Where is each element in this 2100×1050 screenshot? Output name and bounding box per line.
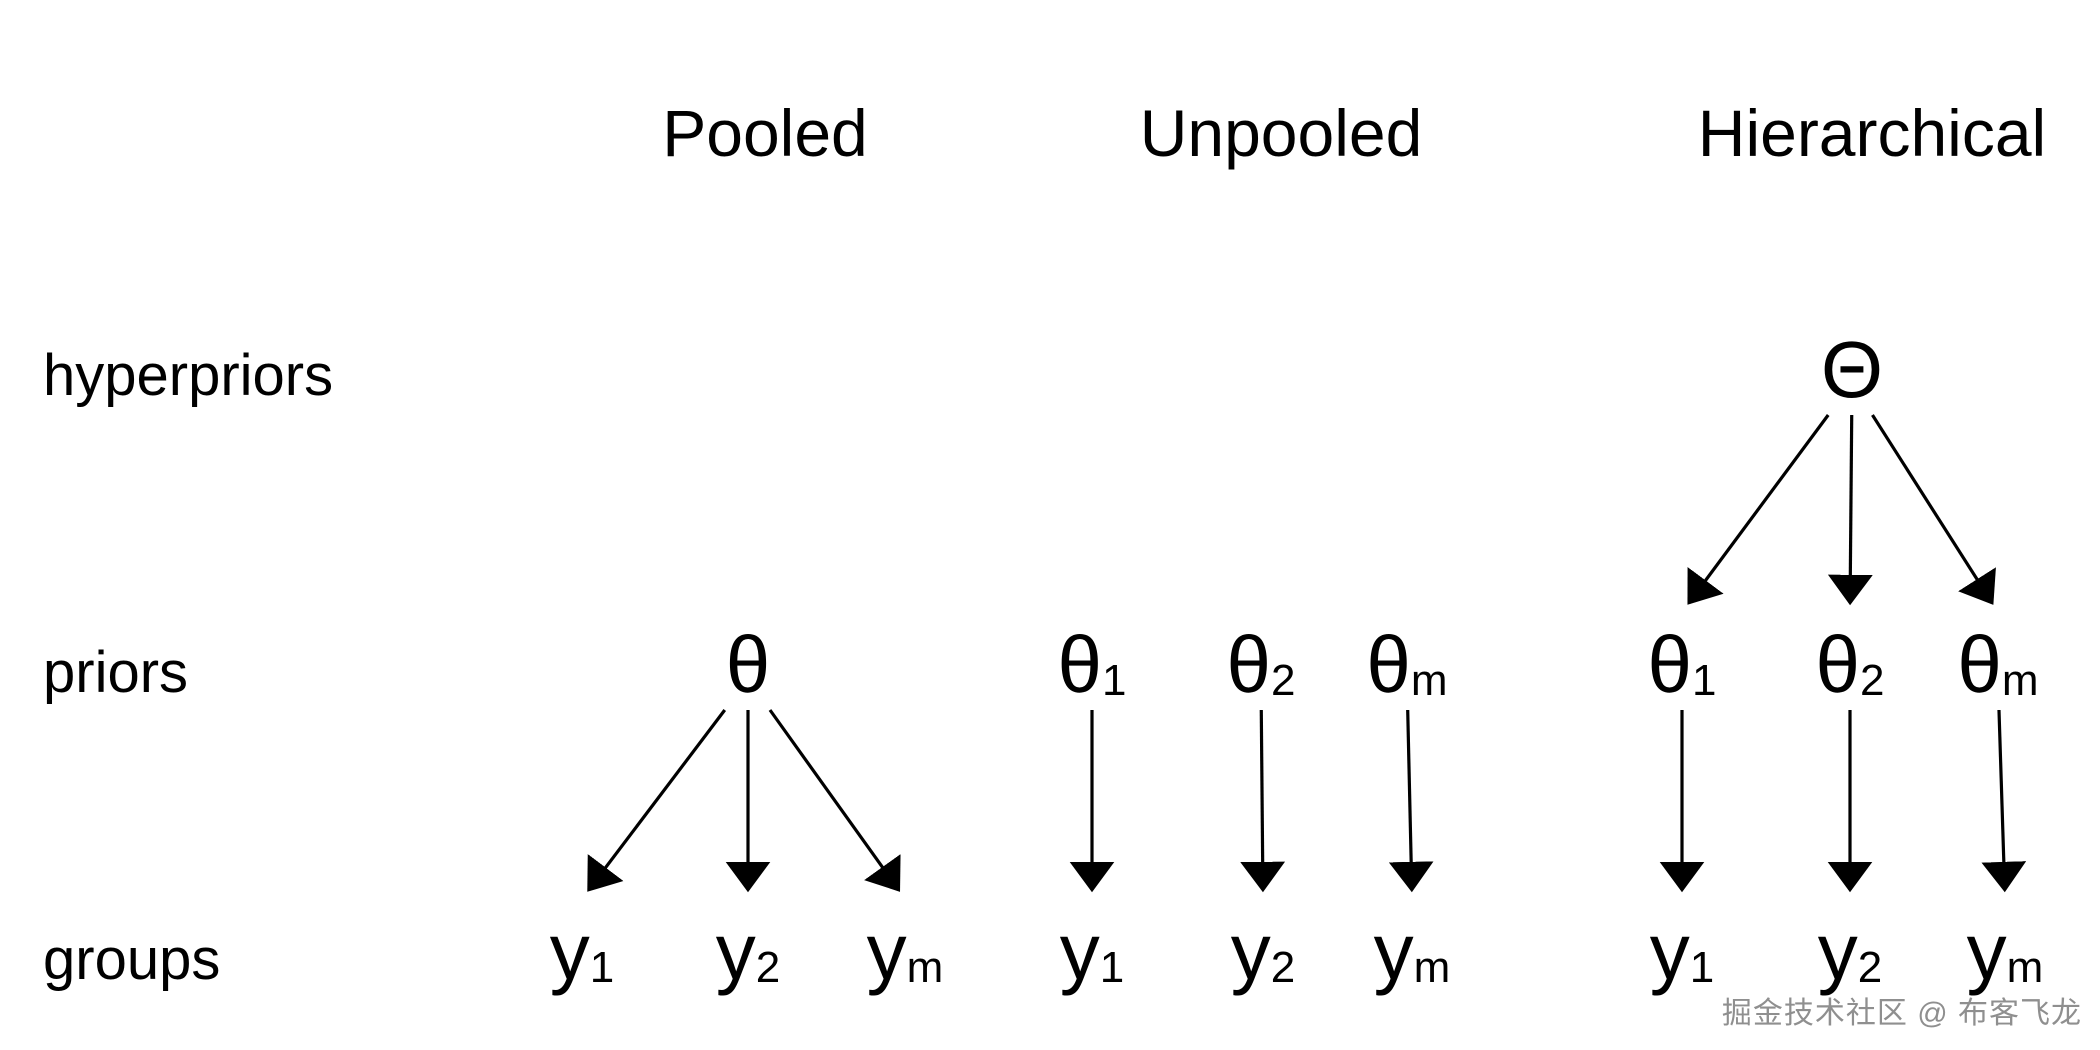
node-hier-Theta: Θ xyxy=(1821,330,1883,410)
row-label-priors: priors xyxy=(43,640,189,705)
symbol-base: y xyxy=(1966,907,2007,996)
symbol-subscript: m xyxy=(906,942,944,992)
symbol-subscript: 2 xyxy=(1271,655,1296,705)
symbol-subscript: 1 xyxy=(1102,655,1127,705)
symbol-base: θ xyxy=(1647,620,1693,709)
edge-pooled-theta-to-pooled-ym xyxy=(768,709,901,892)
node-hier-thetam: θm xyxy=(1957,625,2038,705)
node-pooled-y2: y2 xyxy=(716,912,780,992)
symbol-subscript: 1 xyxy=(1692,655,1717,705)
node-hier-y2: y2 xyxy=(1818,912,1882,992)
symbol-base: Θ xyxy=(1820,325,1884,414)
symbol-base: θ xyxy=(1366,620,1411,709)
symbol-subscript: m xyxy=(1410,655,1448,705)
symbol-subscript: 2 xyxy=(1270,942,1296,992)
symbol-subscript: m xyxy=(1413,942,1451,992)
node-unpooled-y2: y2 xyxy=(1231,912,1295,992)
column-header-unpooled: Unpooled xyxy=(1139,96,1423,170)
symbol-subscript: m xyxy=(2006,942,2044,992)
symbol-subscript: 2 xyxy=(1860,655,1885,705)
node-unpooled-thetam: θm xyxy=(1366,625,1447,705)
edge-hier-Theta-to-hier-thetam xyxy=(1871,414,1996,605)
row-label-groups: groups xyxy=(43,927,221,992)
node-pooled-ym: ym xyxy=(867,912,944,992)
symbol-base: y xyxy=(549,907,590,996)
node-pooled-theta: θ xyxy=(726,625,771,705)
edge-unpooled-thetam-to-unpooled-ym xyxy=(1388,709,1434,893)
symbol-base: θ xyxy=(725,620,771,709)
symbol-base: y xyxy=(1649,907,1690,996)
node-hier-theta2: θ2 xyxy=(1816,625,1885,705)
node-hier-ym: ym xyxy=(1967,912,2044,992)
edge-hier-thetam-to-hier-ym xyxy=(1981,709,2027,893)
symbol-subscript: 1 xyxy=(1099,942,1125,992)
symbol-subscript: m xyxy=(2001,655,2039,705)
node-hier-theta1: θ1 xyxy=(1648,625,1717,705)
watermark-text: 掘金技术社区 @ 布客飞龙 xyxy=(1721,997,2082,1030)
symbol-base: y xyxy=(715,907,756,996)
column-header-pooled: Pooled xyxy=(662,96,868,170)
node-unpooled-theta1: θ1 xyxy=(1058,625,1127,705)
symbol-subscript: 1 xyxy=(1689,942,1715,992)
node-unpooled-theta2: θ2 xyxy=(1227,625,1296,705)
symbol-subscript: 2 xyxy=(755,942,781,992)
symbol-subscript: 1 xyxy=(589,942,615,992)
symbol-base: y xyxy=(1230,907,1271,996)
node-unpooled-y1: y1 xyxy=(1060,912,1124,992)
symbol-base: y xyxy=(1373,907,1414,996)
symbol-base: θ xyxy=(1957,620,2002,709)
row-label-hyperpriors: hyperpriors xyxy=(43,343,334,408)
edge-hier-Theta-to-hier-theta1 xyxy=(1687,414,1830,605)
edge-hier-Theta-to-hier-theta2 xyxy=(1827,414,1873,606)
symbol-base: θ xyxy=(1057,620,1103,709)
node-unpooled-ym: ym xyxy=(1374,912,1451,992)
node-pooled-y1: y1 xyxy=(550,912,614,992)
symbol-base: θ xyxy=(1815,620,1861,709)
symbol-subscript: 2 xyxy=(1857,942,1883,992)
symbol-base: y xyxy=(1059,907,1100,996)
edge-pooled-theta-to-pooled-y1 xyxy=(587,709,727,892)
node-hier-y1: y1 xyxy=(1650,912,1714,992)
symbol-base: θ xyxy=(1226,620,1272,709)
edge-unpooled-theta2-to-unpooled-y2 xyxy=(1240,709,1286,893)
symbol-base: y xyxy=(1817,907,1858,996)
column-header-hierarchical: Hierarchical xyxy=(1697,96,2047,170)
symbol-base: y xyxy=(866,907,907,996)
